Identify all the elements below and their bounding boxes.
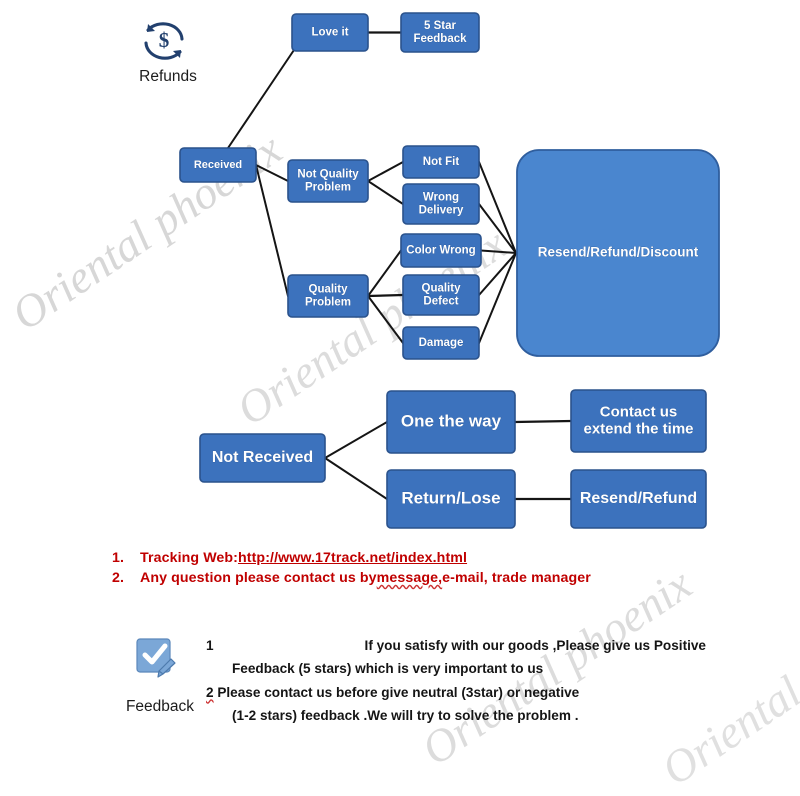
flow-connector-color_wrong-to-resend_big <box>480 249 517 254</box>
feedback-line: Feedback (5 stars) which is very importa… <box>206 657 706 680</box>
flow-node-label: Return/Lose <box>401 488 500 507</box>
feedback-line-text: Please contact us before give neutral (3… <box>217 684 580 700</box>
flow-connector-received-to-not_quality <box>255 164 289 182</box>
flow-connector-quality-to-color_wrong <box>367 249 402 297</box>
flow-node-color_wrong[interactable]: Color Wrong <box>400 233 482 268</box>
feedback-line: (1-2 stars) feedback .We will try to sol… <box>206 704 706 727</box>
refunds-label: Refunds <box>139 68 197 85</box>
flow-node-box <box>386 390 516 454</box>
flow-node-label: Received <box>194 159 242 171</box>
flow-node-label: extend the time <box>583 420 693 437</box>
feedback-line-text: Feedback (5 stars) which is very importa… <box>232 661 544 677</box>
flow-node-label: Problem <box>305 296 351 308</box>
flow-node-one_the_way[interactable]: One the way <box>386 390 516 454</box>
feedback-line-number: 1 <box>206 638 214 653</box>
flow-node-label: Resend/Refund <box>580 490 697 507</box>
flow-node-label: Defect <box>423 295 458 307</box>
svg-text:$: $ <box>159 28 170 52</box>
flow-node-label: Wrong <box>423 192 459 204</box>
note-suffix: e-mail, trade manager <box>442 570 591 586</box>
flow-connector-one_the_way-to-contact_extend <box>513 419 573 424</box>
flow-connector-not_received-to-one_the_way <box>324 421 388 459</box>
flow-connector-not_quality-to-not_fit <box>367 161 404 182</box>
feedback-text-block: 1 If you satisfy with our goods ,Please … <box>206 634 706 728</box>
flow-node-box <box>400 12 480 53</box>
flow-node-love_it[interactable]: Love it <box>291 13 369 52</box>
flow-connector-quality-to-quality_defect <box>366 293 405 298</box>
flow-node-box <box>287 159 369 203</box>
flow-node-label: Resend/Refund/Discount <box>538 245 699 260</box>
flow-connector-not_received-to-return_lose <box>324 457 388 500</box>
refund-circular-arrow-dollar-icon: $ <box>136 16 192 66</box>
flow-connectors <box>227 31 573 501</box>
flow-node-label: Delivery <box>419 204 464 216</box>
flow-connector-not_fit-to-resend_big <box>478 161 517 254</box>
flow-node-box <box>179 147 257 183</box>
feedback-checkmark-pencil-icon <box>133 634 183 682</box>
note-row: 1. Tracking Web: http://www.17track.net/… <box>112 548 732 568</box>
flow-node-label: Color Wrong <box>406 245 475 257</box>
flow-connector-not_quality-to-wrong_delivery <box>367 180 404 205</box>
notes-block: 1. Tracking Web: http://www.17track.net/… <box>112 548 732 588</box>
flow-node-box <box>287 274 369 318</box>
flow-node-resend_big[interactable]: Resend/Refund/Discount <box>516 149 720 357</box>
flow-connector-wrong_delivery-to-resend_big <box>478 203 517 254</box>
flow-node-box <box>570 469 707 529</box>
flow-node-label: Quality <box>422 283 462 295</box>
flow-node-label: Damage <box>419 337 464 349</box>
flow-node-label: Problem <box>305 181 351 193</box>
feedback-line-text: (1-2 stars) feedback .We will try to sol… <box>232 708 579 724</box>
flow-node-not_fit[interactable]: Not Fit <box>402 145 480 179</box>
flow-node-damage[interactable]: Damage <box>402 326 480 360</box>
flow-connector-damage-to-resend_big <box>478 252 517 344</box>
flow-node-label: Contact us <box>600 404 678 421</box>
feedback-label: Feedback <box>125 698 195 715</box>
flow-connector-quality_defect-to-resend_big <box>478 252 517 296</box>
flow-node-box <box>199 433 326 483</box>
flow-node-box <box>570 389 707 453</box>
note-prefix: Any question please contact us by <box>140 570 377 586</box>
note-number: 2. <box>112 570 125 586</box>
flow-node-label: Quality <box>309 284 349 296</box>
feedback-line: 1 If you satisfy with our goods ,Please … <box>206 634 706 657</box>
flow-node-box <box>402 145 480 179</box>
flow-node-label: 5 Star <box>424 20 456 32</box>
flow-node-resend_refund[interactable]: Resend/Refund <box>570 469 707 529</box>
flow-node-box <box>400 233 482 268</box>
flow-node-label: Feedback <box>413 33 467 45</box>
feedback-line: 2 Please contact us before give neutral … <box>206 681 706 704</box>
flow-node-label: Love it <box>311 27 348 39</box>
flow-node-box <box>402 326 480 360</box>
flow-node-label: Not Received <box>212 449 313 466</box>
flow-node-received[interactable]: Received <box>179 147 257 183</box>
flow-node-box <box>516 149 720 357</box>
flow-node-label: Not Fit <box>423 156 460 168</box>
feedback-line-number: 2 <box>206 684 214 700</box>
flow-connector-received-to-quality <box>255 164 289 297</box>
note-squiggle-word: message, <box>376 570 443 586</box>
flow-node-box <box>402 274 480 316</box>
flow-node-label: One the way <box>401 411 502 430</box>
note-number: 1. <box>112 550 125 566</box>
note-row: 2. Any question please contact us by mes… <box>112 568 732 588</box>
flow-node-not_received[interactable]: Not Received <box>199 433 326 483</box>
flow-node-box <box>386 469 516 529</box>
flow-node-box <box>402 183 480 225</box>
flow-connector-received-to-love_it <box>227 46 297 149</box>
flow-node-box <box>291 13 369 52</box>
flow-node-label: Not Quality <box>297 169 359 181</box>
flow-node-return_lose[interactable]: Return/Lose <box>386 469 516 529</box>
flow-connector-quality-to-damage <box>367 295 404 344</box>
note-prefix: Tracking Web: <box>140 550 239 566</box>
tracking-web-link[interactable]: http://www.17track.net/index.html <box>238 550 468 566</box>
feedback-line-text: If you satisfy with our goods ,Please gi… <box>364 638 706 653</box>
